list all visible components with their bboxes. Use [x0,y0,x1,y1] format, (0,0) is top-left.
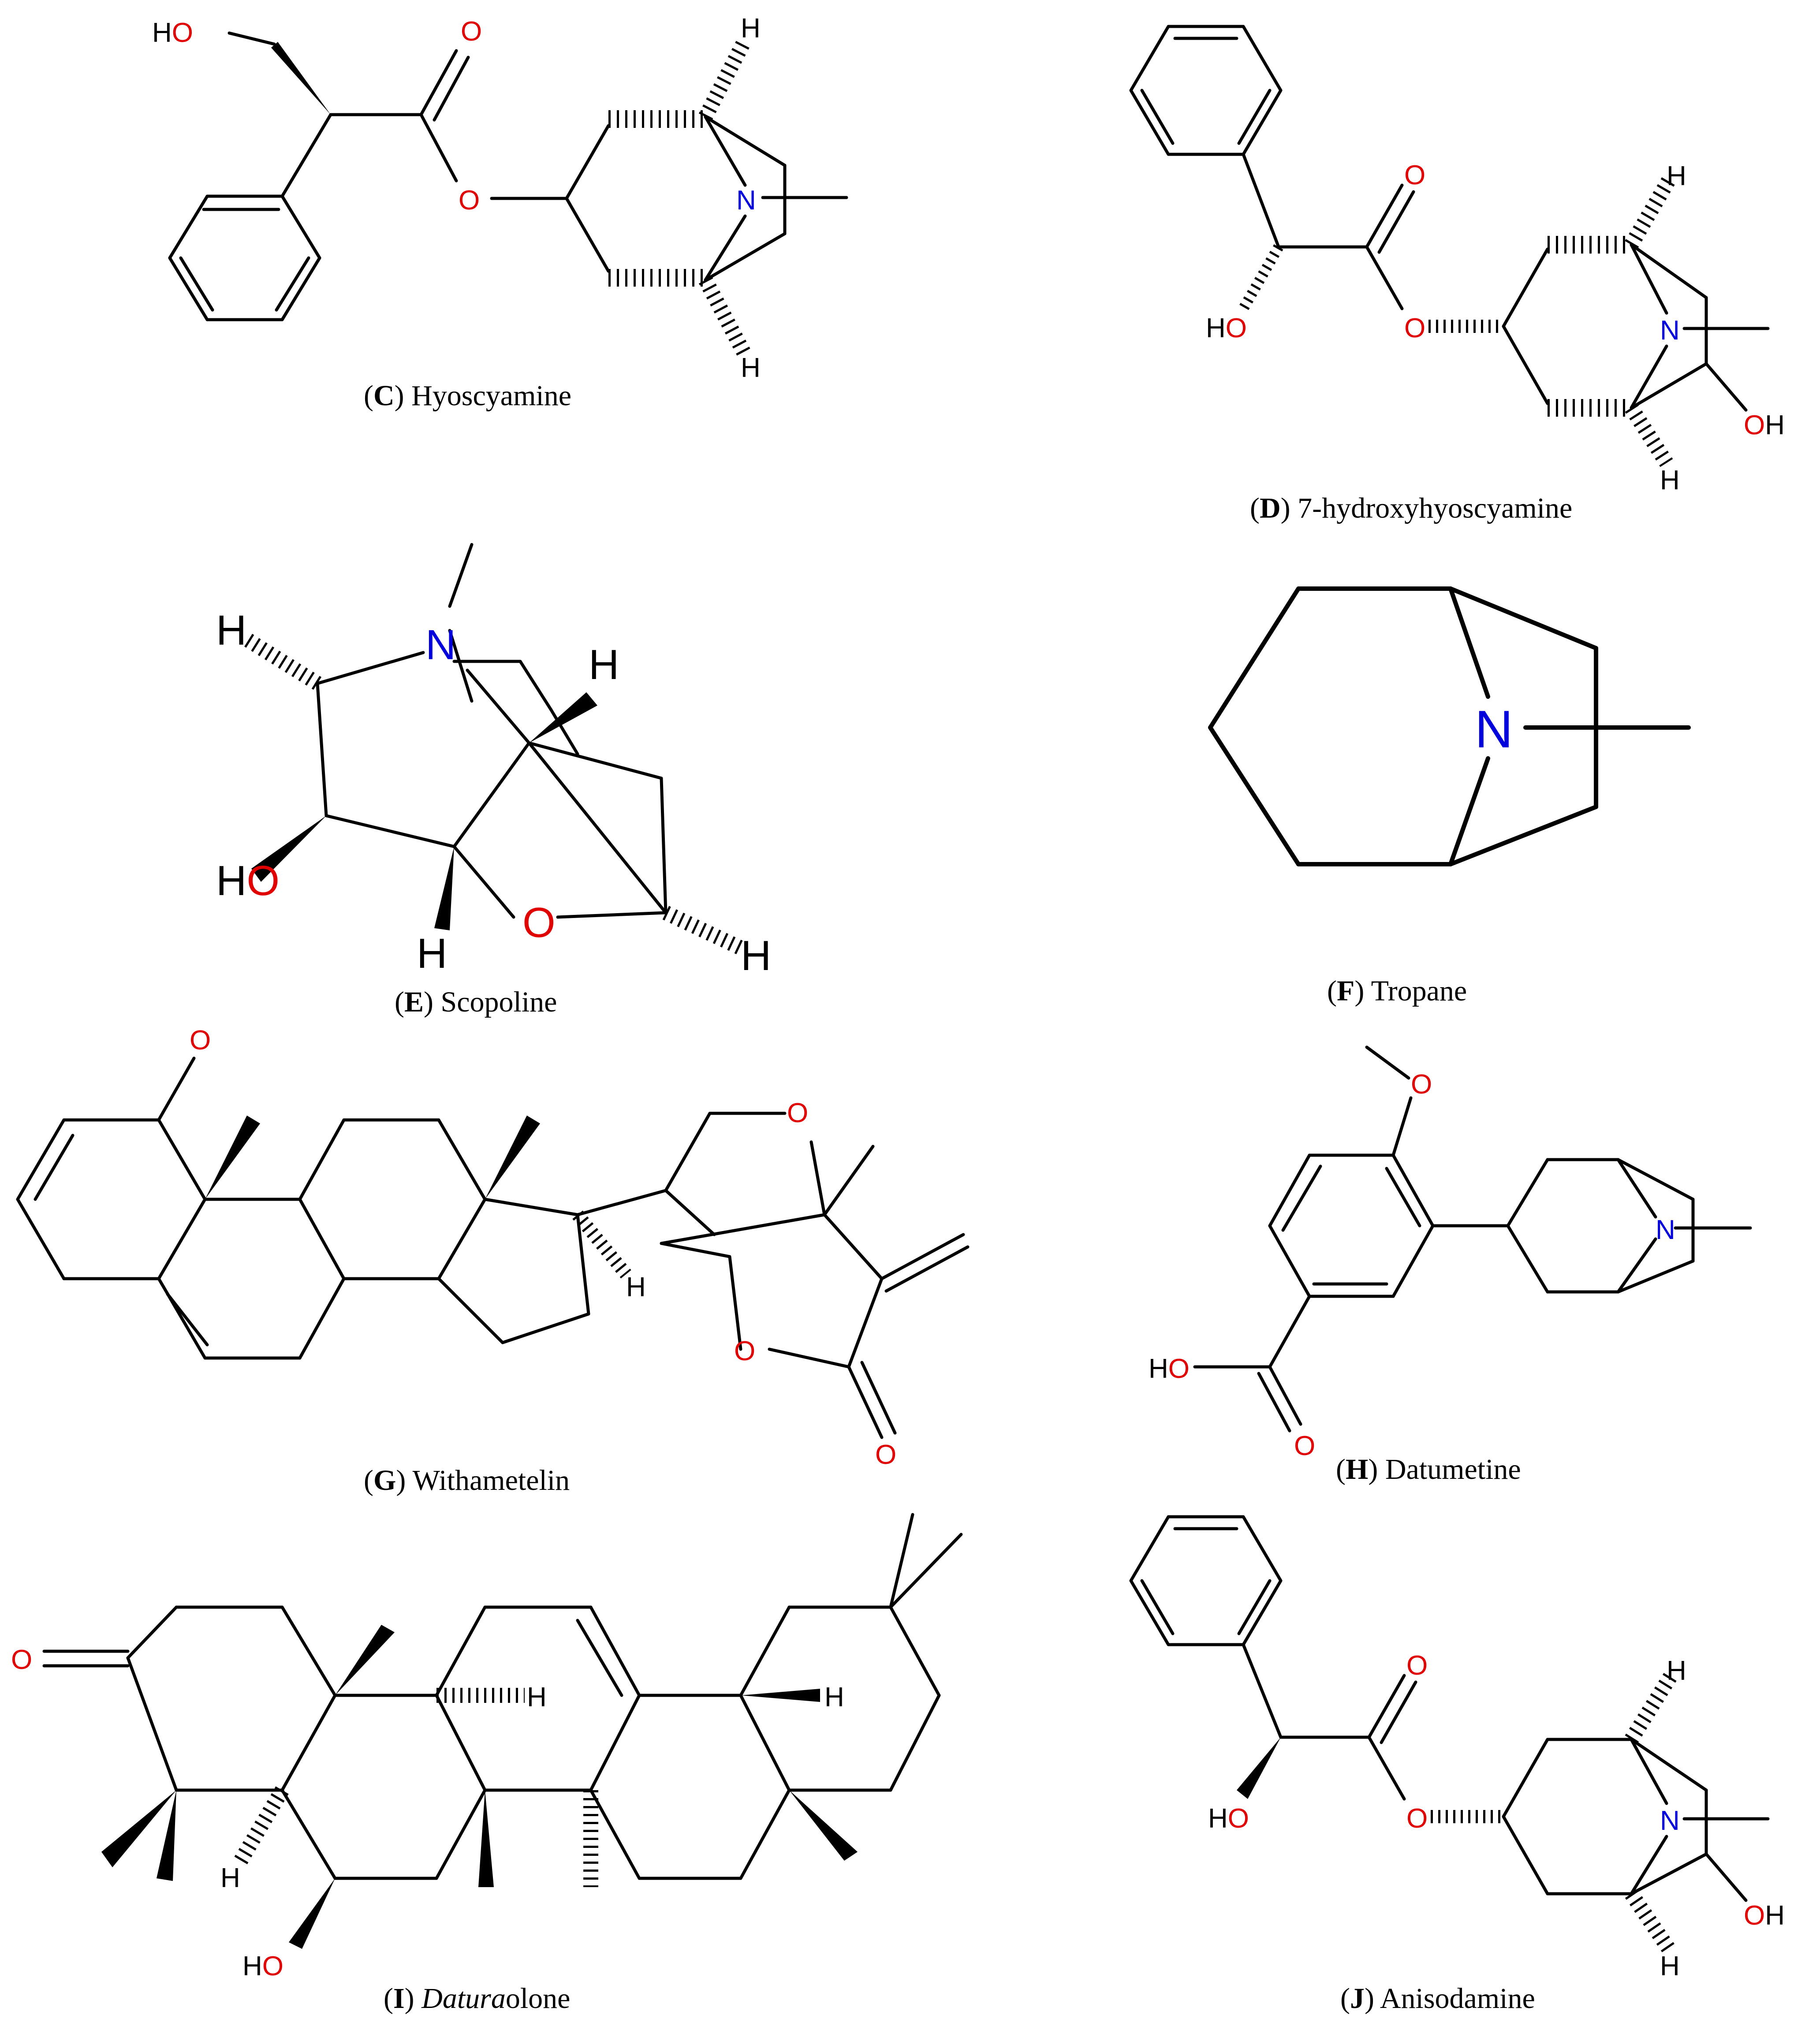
atom-ho: HO [152,18,193,48]
atom-oh: OH [1744,1900,1785,1931]
atom-o-lactone: O [734,1336,755,1366]
atom-h-upper-left: H [216,607,246,654]
atom-o-methoxy: O [1411,1069,1432,1100]
panel-d-7-hydroxyhyoscyamine: HO O O N OH H H (D) 7-hydroxyhyoscyamine [1058,0,1820,551]
atom-h-c9: H [527,1682,547,1713]
caption-h: (H) Datumetine [1336,1453,1521,1485]
atom-n: N [1660,1806,1680,1836]
atom-h-upper-right: H [589,641,619,688]
atom-o-carbonyl: O [1294,1431,1315,1461]
panel-i-daturaolone: O H H H HO (I) Daturaolone [0,1499,1058,2030]
panel-j-anisodamine: HO O O N OH H H (J) Anisodamine [1058,1490,1820,2030]
atom-ho: HO [242,1951,283,1981]
atom-o-carbonyl: O [875,1440,896,1470]
atom-o-carbonyl: O [461,16,482,47]
atom-h-c18: H [824,1682,844,1713]
caption-j: (J) Anisodamine [1340,1982,1535,2015]
panel-e-scopoline: N H H HO H O H (E) Scopoline [0,529,882,1027]
atom-n: N [1660,315,1680,346]
atom-o-ketone: O [190,1025,211,1056]
atom-o-carbonyl: O [1404,160,1425,190]
atom-h-top: H [1667,161,1686,191]
panel-g-withametelin: O O O O H (G) Withametelin [0,1014,1058,1512]
atom-o-ester: O [1406,1803,1428,1834]
atom-h-c5: H [220,1863,240,1893]
structure-datumetine: O N HO O [1149,1045,1752,1461]
caption-i: (I) Daturaolone [384,1982,571,2015]
structure-anisodamine: HO O O N OH H H [1129,1515,1785,1981]
atom-ho: HO [1208,1803,1249,1834]
atom-ho: HO [1206,313,1247,343]
atom-h-lower: H [417,930,447,977]
atom-ho: HO [1149,1354,1190,1384]
atom-ho: HO [216,857,280,904]
caption-g: (G) Withametelin [364,1464,570,1496]
atom-oh: OH [1744,410,1785,440]
caption-e: (E) Scopoline [395,986,557,1018]
atom-n: N [425,621,456,668]
panel-c-hyoscyamine: HO O O N H H (C) Hyoscyamine [0,0,882,423]
caption-d: (D) 7-hydroxyhyoscyamine [1250,492,1573,524]
panel-h-datumetine: O N HO O (H) Datumetine [1124,1014,1820,1512]
atom-h-lower-right: H [741,932,771,979]
atom-o-ester: O [1404,313,1425,343]
caption-f: (F) Tropane [1327,975,1467,1007]
atom-h-bottom: H [1660,1951,1680,1981]
panel-f-tropane: N (F) Tropane [1146,551,1820,1036]
n-methyl [448,543,474,608]
atom-o-carbonyl: O [1406,1650,1428,1681]
atom-n: N [736,185,756,216]
structure-daturaolone: O H H H HO [11,1513,963,1981]
structure-7-hydroxyhyoscyamine: HO O O N OH H H [1129,25,1785,496]
atom-o-bridge: O [522,899,556,946]
structure-hyoscyamine: HO O O N H H [152,13,848,383]
atom-o-furan: O [787,1098,808,1128]
atom-n: N [1656,1215,1675,1245]
structure-withametelin: O O O O H [16,1025,970,1470]
atom-n: N [1475,700,1513,759]
atom-h-top: H [741,13,761,44]
atom-h: H [626,1272,646,1302]
atom-h-bottom: H [1660,465,1680,496]
atom-h-top: H [1667,1656,1686,1686]
caption-c: (C) Hyoscyamine [364,380,572,412]
atom-h-bottom: H [741,353,761,383]
atom-o-ester: O [459,185,480,216]
atom-o-ketone: O [11,1645,32,1675]
structure-scopoline: N H H HO H O H [216,543,771,979]
structure-tropane: N [1208,586,1691,866]
